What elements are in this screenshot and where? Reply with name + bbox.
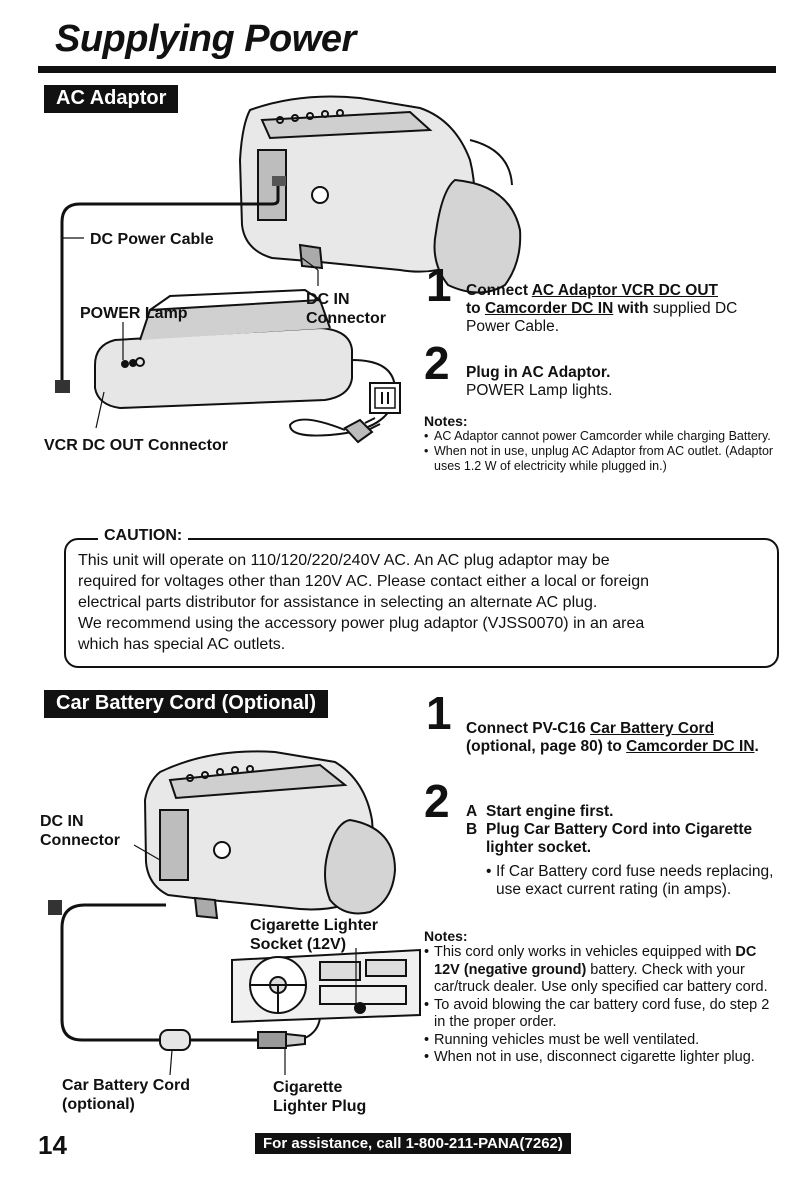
step-number-1: 1	[426, 259, 452, 311]
page-number: 14	[38, 1130, 67, 1160]
car-step-number-2: 2	[424, 775, 450, 827]
ac-step-2-text: Plug in AC Adaptor. POWER Lamp lights.	[466, 364, 613, 399]
step-number-2: 2	[424, 337, 450, 389]
car-note-2: To avoid blowing the car battery cord fu…	[424, 997, 780, 1032]
cigarette-lighter-plug-illustration	[257, 989, 331, 1049]
car-step-number-1: 1	[426, 687, 452, 739]
title-rule	[38, 66, 776, 73]
caution-label: CAUTION:	[98, 527, 189, 545]
caution-box	[64, 538, 779, 668]
callout-lighter-plug: Cigarette Lighter Plug	[273, 1079, 367, 1115]
ac-notes: Notes: AC Adaptor cannot power Camcorder…	[424, 413, 776, 474]
page-title: Supplying Power	[55, 18, 356, 60]
ac-note-2: When not in use, unplug AC Adaptor from …	[424, 444, 776, 474]
ac-plug-illustration	[343, 417, 381, 444]
callout-power-lamp: POWER Lamp	[80, 305, 188, 322]
callout-dc-in-connector: DC IN Connector	[306, 291, 386, 327]
car-note-3: Running vehicles must be well ventilated…	[424, 1032, 780, 1050]
callout-dc-power-cable: DC Power Cable	[90, 231, 214, 248]
car-dashboard-illustration	[231, 948, 421, 1024]
section-heading-ac-adaptor: AC Adaptor	[44, 85, 179, 113]
wall-outlet-icon	[369, 382, 401, 414]
camcorder-illustration-car	[143, 750, 397, 920]
car-battery-cord	[60, 903, 166, 1042]
caution-text: This unit will operate on 110/120/220/24…	[78, 552, 650, 653]
assistance-banner: For assistance, call 1-800-211-PANA(7262…	[255, 1133, 571, 1154]
dc-power-cable	[60, 182, 280, 380]
fuse-holder-icon	[159, 1029, 191, 1051]
callout-car-battery-cord: Car Battery Cord (optional)	[62, 1077, 191, 1113]
car-step-1-text: Connect PV-C16 Car Battery Cord (optiona…	[466, 720, 759, 755]
ac-step-1-text: Connect AC Adaptor VCR DC OUT to Camcord…	[466, 282, 738, 335]
section-heading-car-battery: Car Battery Cord (Optional)	[44, 690, 329, 718]
callout-car-dc-in: DC IN Connector	[40, 813, 120, 849]
ac-power-cord	[288, 359, 397, 437]
car-note-4: When not in use, disconnect cigarette li…	[424, 1049, 780, 1067]
callout-lighter-socket: Cigarette Lighter Socket (12V)	[250, 917, 379, 953]
camcorder-illustration-ac	[238, 95, 522, 294]
car-step-2-bullet: If Car Battery cord fuse needs replacing…	[486, 863, 778, 899]
ac-note-1: AC Adaptor cannot power Camcorder while …	[424, 429, 776, 444]
callout-vcr-dc-out: VCR DC OUT Connector	[44, 437, 228, 454]
car-notes: Notes: This cord only works in vehicles …	[424, 928, 780, 1067]
ac-adaptor-illustration	[94, 288, 353, 410]
car-note-1: This cord only works in vehicles equippe…	[424, 944, 780, 997]
